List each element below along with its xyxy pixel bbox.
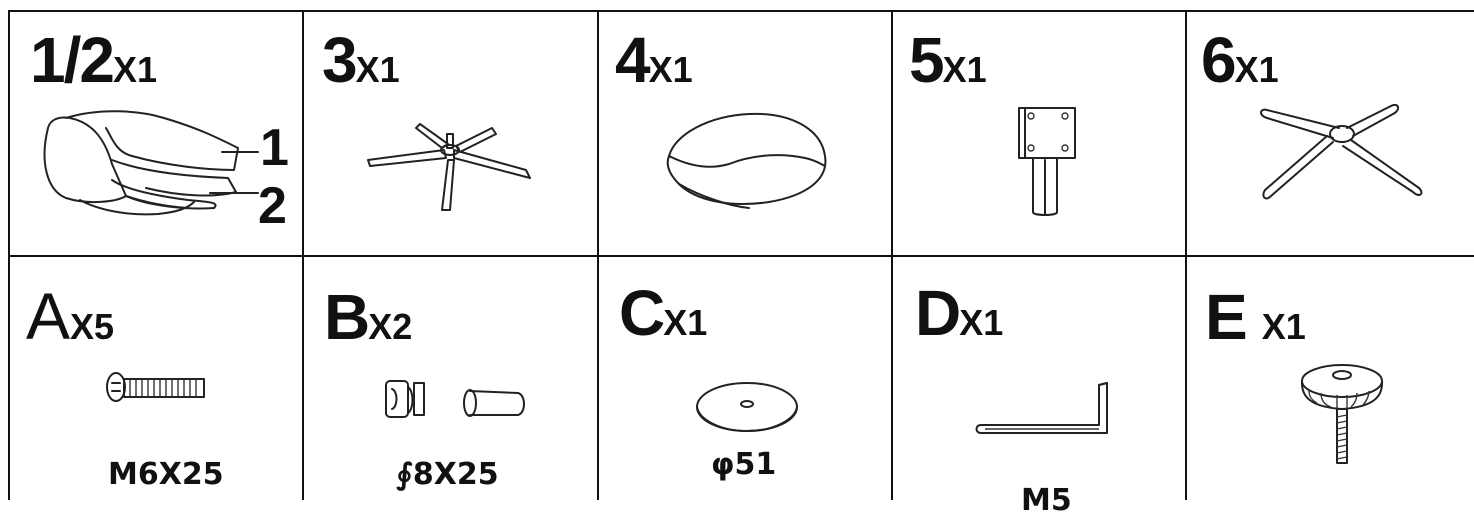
part-label: 1/2X1 <box>30 28 157 92</box>
seat-mechanism-icon <box>1018 107 1076 216</box>
part-qty: X1 <box>648 49 693 90</box>
star-base-icon <box>1260 104 1423 200</box>
hardware-spec: M6X25 <box>108 457 224 492</box>
washer-icon <box>696 382 798 432</box>
part-cell-1-2: 1/2X1 1 2 <box>8 10 302 255</box>
parts-grid: 1/2X1 1 2 3X1 4 <box>8 10 1474 518</box>
hardware-label: DX1 <box>915 281 1003 345</box>
hardware-id: B <box>324 281 370 353</box>
border-top <box>8 10 1474 12</box>
seat-cushion-icon <box>666 112 827 209</box>
part-id: 6 <box>1201 24 1237 96</box>
hardware-qty: X1 <box>663 302 708 343</box>
part-label: 6X1 <box>1201 28 1279 92</box>
column-divider-4 <box>1185 10 1187 500</box>
callout-2: 2 <box>258 177 287 235</box>
hardware-qty: X2 <box>368 306 413 347</box>
hardware-cell-e: E X1 <box>1187 257 1474 500</box>
column-divider-3 <box>891 10 893 500</box>
hardware-label: CX1 <box>619 281 707 345</box>
part-id: 3 <box>322 24 358 96</box>
part-id: 5 <box>909 24 945 96</box>
part-cell-4: 4X1 <box>599 10 891 255</box>
part-id: 4 <box>615 24 651 96</box>
chair-seat-backrest-icon <box>43 110 259 216</box>
part-qty: X1 <box>942 49 987 90</box>
hardware-id: E <box>1205 281 1248 353</box>
hardware-id: C <box>619 277 665 349</box>
part-label: 4X1 <box>615 28 693 92</box>
part-cell-6: 6X1 <box>1187 10 1474 255</box>
column-divider-2 <box>597 10 599 500</box>
hardware-label: AX5 <box>26 283 114 349</box>
hardware-cell-d: DX1 M5 <box>893 257 1185 518</box>
hardware-spec: M5 <box>1021 483 1072 518</box>
part-id: 1/2 <box>30 24 115 96</box>
part-cell-5: 5X1 <box>893 10 1185 255</box>
part-qty: X1 <box>355 49 400 90</box>
column-divider-1 <box>302 10 304 500</box>
part-qty: X1 <box>1234 49 1279 90</box>
hardware-id: D <box>915 277 961 349</box>
allen-key-icon <box>975 382 1108 434</box>
callout-1: 1 <box>260 119 289 177</box>
hardware-cell-b: BX2 ∮8X25 <box>304 257 597 500</box>
hardware-cell-c: CX1 φ51 <box>599 257 891 500</box>
hardware-qty: X1 <box>959 302 1004 343</box>
part-qty: X1 <box>112 49 158 90</box>
thumb-screw-icon <box>1300 364 1384 464</box>
hardware-id: A <box>26 279 71 353</box>
chair-base-icon <box>367 123 531 211</box>
row-divider <box>8 255 1474 257</box>
part-cell-3: 3X1 <box>304 10 597 255</box>
hardware-qty: X1 <box>1261 306 1306 347</box>
hardware-qty: X5 <box>70 306 115 347</box>
bolt-icon <box>106 372 205 402</box>
part-label: 5X1 <box>909 28 987 92</box>
part-label: 3X1 <box>322 28 400 92</box>
hardware-spec: φ51 <box>711 447 777 482</box>
dowel-and-nut-icon <box>385 380 525 418</box>
hardware-label: BX2 <box>324 285 412 349</box>
hardware-spec: ∮8X25 <box>396 457 499 492</box>
hardware-cell-a: AX5 M6X25 <box>8 257 302 500</box>
